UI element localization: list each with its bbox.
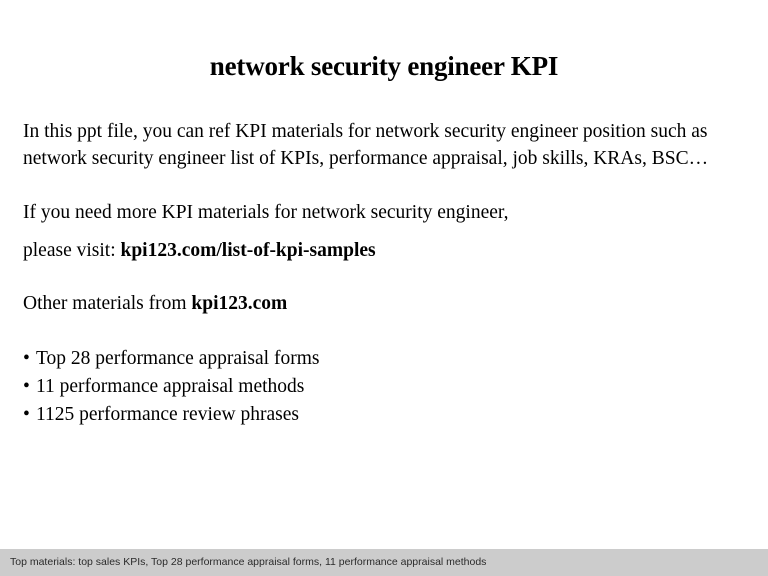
visit-prefix-text: please visit: <box>23 240 121 261</box>
list-item: • 1125 performance review phrases <box>23 401 723 429</box>
other-materials-line: Other materials from kpi123.com <box>23 290 723 317</box>
paragraph-spacer <box>23 172 723 199</box>
page-title: network security engineer KPI <box>209 51 559 81</box>
slide-body: In this ppt file, you can ref KPI materi… <box>23 118 723 429</box>
list-item: • Top 28 performance appraisal forms <box>23 345 723 373</box>
bullet-dot-icon: • <box>23 348 30 369</box>
paragraph-spacer <box>23 317 723 345</box>
paragraph-spacer <box>23 264 723 290</box>
visit-line: please visit: kpi123.com/list-of-kpi-sam… <box>23 237 723 264</box>
list-item-label: 1125 performance review phrases <box>36 404 299 425</box>
kpi-samples-link[interactable]: kpi123.com/list-of-kpi-samples <box>120 240 376 261</box>
other-prefix-text: Other materials from <box>23 293 192 314</box>
intro-paragraph: In this ppt file, you can ref KPI materi… <box>23 121 709 169</box>
footer-text: Top materials: top sales KPIs, Top 28 pe… <box>10 556 487 568</box>
materials-bullet-list: • Top 28 performance appraisal forms • 1… <box>23 345 723 429</box>
list-item: • 11 performance appraisal methods <box>23 373 723 401</box>
bullet-dot-icon: • <box>23 404 30 425</box>
list-item-label: Top 28 performance appraisal forms <box>36 348 320 369</box>
kpi123-link[interactable]: kpi123.com <box>191 293 288 314</box>
list-item-label: 11 performance appraisal methods <box>36 376 305 397</box>
paragraph-spacer <box>23 226 723 237</box>
footer-bar: Top materials: top sales KPIs, Top 28 pe… <box>0 549 768 576</box>
need-more-line: If you need more KPI materials for netwo… <box>23 202 509 223</box>
bullet-dot-icon: • <box>23 376 30 397</box>
